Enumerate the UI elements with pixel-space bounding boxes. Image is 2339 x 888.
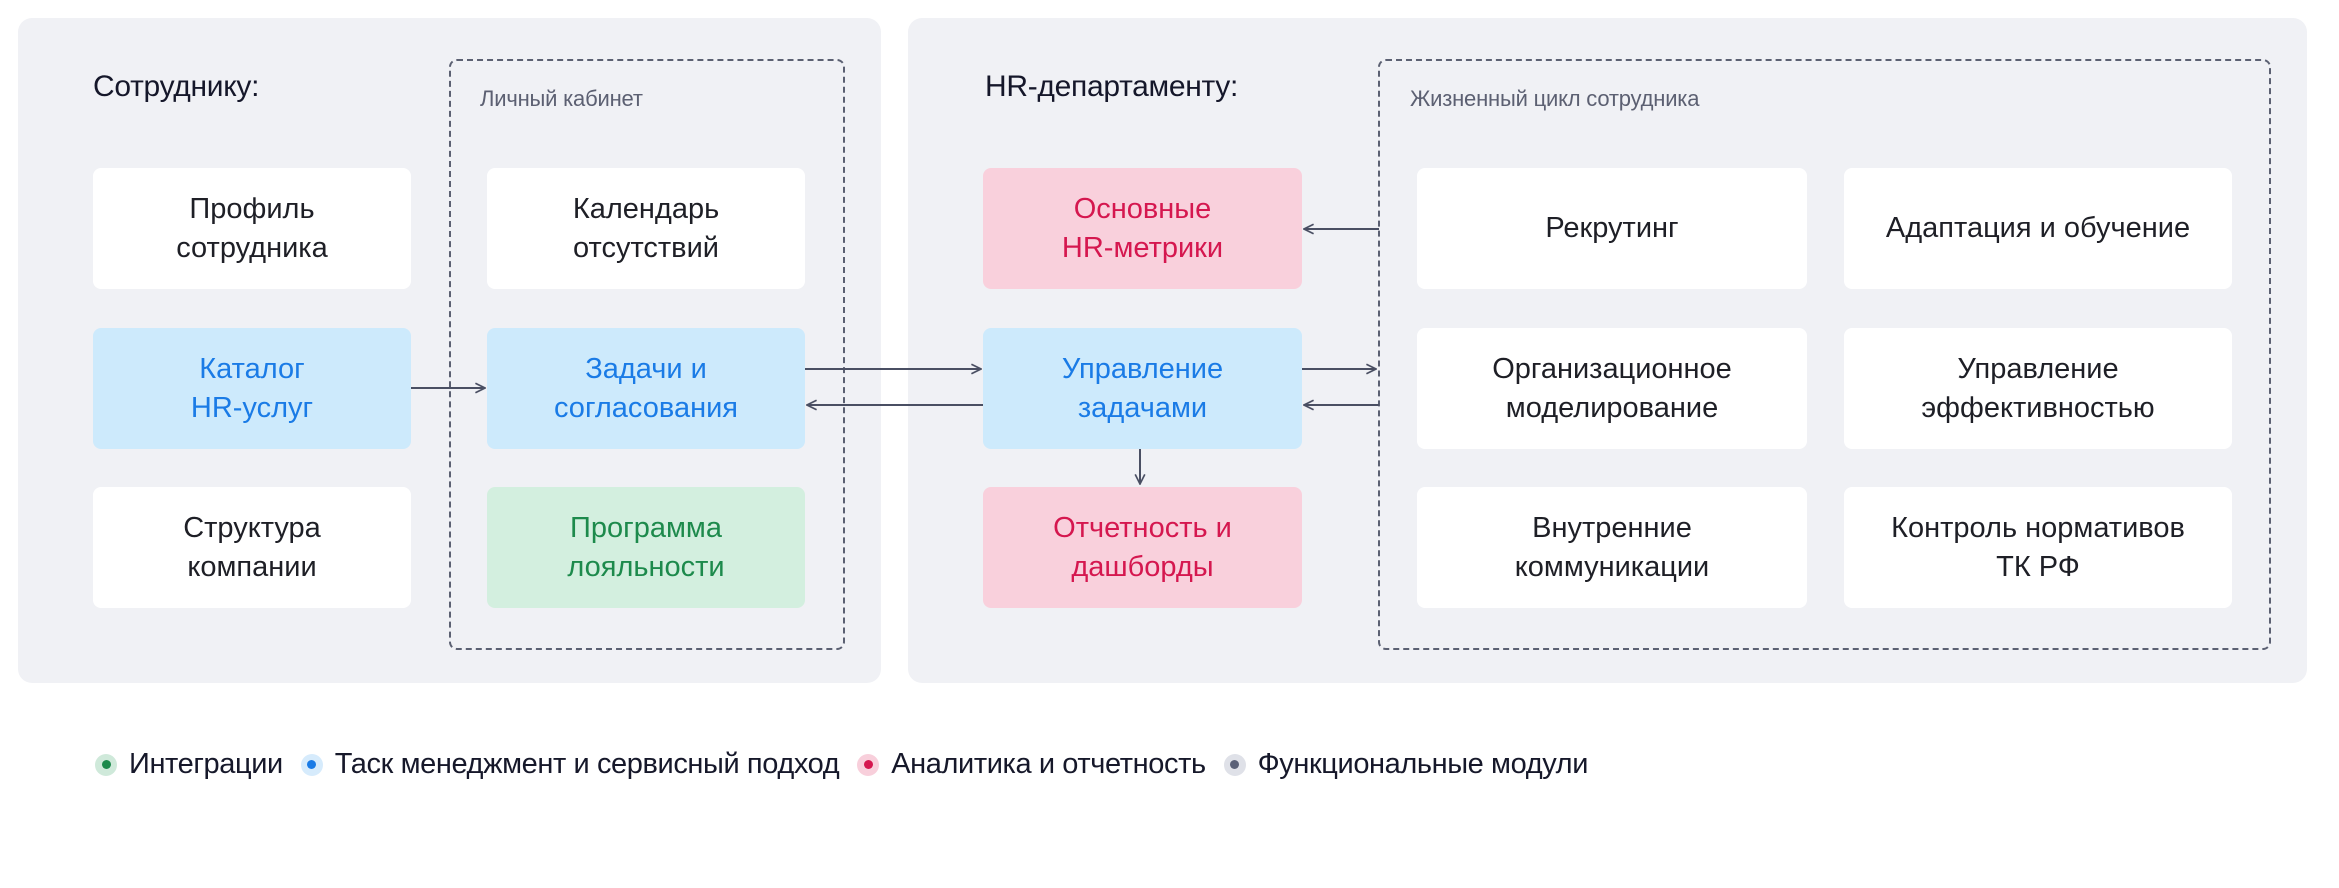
card-employee-profile[interactable]: Профиль сотрудника (93, 168, 411, 289)
legend-item-integrations: Интеграции (95, 748, 283, 781)
card-recruiting[interactable]: Рекрутинг (1417, 168, 1807, 289)
employee-lifecycle-group (1378, 59, 2271, 650)
card-internal-communications[interactable]: Внутренние коммуникации (1417, 487, 1807, 608)
legend-label: Таск менеджмент и сервисный подход (334, 748, 840, 780)
card-label-line: Каталог (199, 352, 305, 385)
card-label-line: компании (187, 550, 317, 583)
employee-lifecycle-label: Жизненный цикл сотрудника (1410, 86, 1700, 111)
card-label-line: HR-метрики (1061, 231, 1224, 264)
legend-item-functional-modules: Функциональные модули (1223, 748, 1589, 781)
analytics-dot-icon (857, 753, 880, 776)
card-adaptation-training[interactable]: Адаптация и обучение (1844, 168, 2232, 289)
card-label-line: согласования (553, 391, 739, 424)
card-label-line: Контроль нормативов (1891, 511, 2185, 544)
card-label-line: эффективностью (1921, 391, 2155, 424)
card-org-modeling[interactable]: Организационное моделирование (1417, 328, 1807, 449)
card-label-line: Отчетность и (1053, 511, 1232, 544)
card-label-line: отсутствий (573, 231, 719, 264)
card-label-line: Программа (570, 511, 722, 544)
employee-heading: Сотруднику: (93, 70, 260, 103)
card-performance-management[interactable]: Управление эффективностью (1844, 328, 2232, 449)
card-label-line: Календарь (572, 192, 720, 225)
card-labor-code-compliance[interactable]: Контроль нормативов ТК РФ (1844, 487, 2232, 608)
card-label-line: сотрудника (176, 231, 328, 264)
card-label-line: Внутренние (1532, 511, 1692, 544)
card-label-line: ТК РФ (1996, 550, 2080, 583)
integrations-dot-icon (95, 753, 117, 776)
card-label-line: задачами (1077, 391, 1208, 424)
card-label-line: HR-услуг (190, 391, 314, 424)
legend-label: Функциональные модули (1257, 748, 1589, 780)
task-management-dot-icon (300, 753, 323, 776)
card-label-line: Профиль (189, 192, 315, 225)
card-label-line: дашборды (1071, 550, 1214, 583)
card-label-line: Управление (1957, 352, 2119, 385)
card-label-line: моделирование (1505, 391, 1719, 424)
legend-label: Интеграции (129, 748, 283, 780)
card-label-line: коммуникации (1514, 550, 1710, 583)
hr-heading: HR-департаменту: (985, 70, 1239, 103)
legend-item-analytics: Аналитика и отчетность (857, 748, 1206, 781)
card-absence-calendar[interactable]: Календарь отсутствий (487, 168, 805, 289)
card-label-line: Основные (1073, 192, 1212, 225)
card-label-line: Задачи и (585, 352, 707, 385)
card-label-line: Адаптация и обучение (1885, 212, 2191, 244)
card-label-line: Организационное (1492, 352, 1732, 385)
legend-item-task-management: Таск менеджмент и сервисный подход (300, 748, 840, 781)
card-loyalty-program[interactable]: Программа лояльности (487, 487, 805, 608)
functional-modules-dot-icon (1223, 753, 1246, 776)
personal-account-group (449, 59, 845, 650)
legend: Интеграции Таск менеджмент и сервисный п… (95, 748, 1606, 781)
card-label-line: Структура (183, 511, 321, 544)
card-tasks-approvals[interactable]: Задачи и согласования (487, 328, 805, 449)
card-reports-dashboards[interactable]: Отчетность и дашборды (983, 487, 1302, 608)
card-company-structure[interactable]: Структура компании (93, 487, 411, 608)
personal-account-label: Личный кабинет (480, 86, 643, 111)
legend-label: Аналитика и отчетность (891, 748, 1206, 780)
card-label-line: лояльности (567, 550, 725, 583)
card-label-line: Рекрутинг (1545, 212, 1679, 244)
card-task-management[interactable]: Управление задачами (983, 328, 1302, 449)
card-label-line: Управление (1061, 352, 1224, 385)
